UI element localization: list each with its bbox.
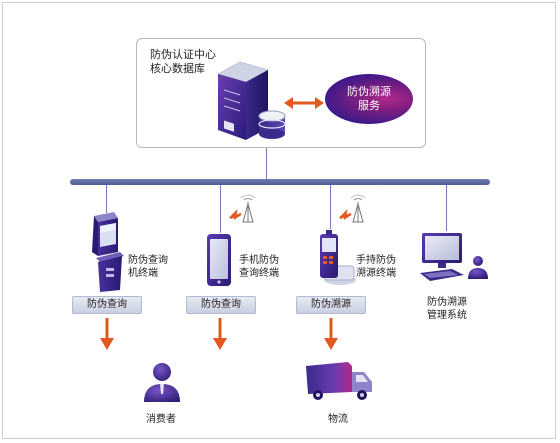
action-pill-query-1: 防伪查询 (72, 296, 142, 314)
handheld-label-line1: 手持防伪 (356, 255, 396, 266)
traceability-service-node: 防伪溯源 服务 (325, 74, 413, 124)
phone-label-line1: 手机防伪 (239, 255, 279, 266)
management-label-line1: 防伪溯源 (427, 297, 467, 308)
signal-tower-icon (229, 194, 256, 223)
action-pill-trace: 防伪溯源 (296, 296, 366, 314)
management-label-line2: 管理系统 (427, 310, 467, 321)
kiosk-label: 防伪查询 机终端 (128, 254, 168, 280)
handheld-label-line2: 溯源终端 (356, 268, 396, 279)
handheld-connector-line (330, 185, 331, 229)
logistics-label: 物流 (328, 414, 348, 425)
kiosk-label-line1: 防伪查询 (128, 255, 168, 266)
signal-tower-icon-2 (339, 194, 366, 223)
consumer-icon (144, 363, 180, 402)
management-system-label: 防伪溯源 管理系统 (427, 296, 467, 322)
down-arrow-icon-2 (213, 318, 227, 350)
action-pill-query-2: 防伪查询 (186, 296, 256, 314)
down-arrow-icon-3 (324, 318, 338, 350)
phone-connector-line (220, 185, 221, 233)
phone-label-line2: 查询终端 (239, 268, 279, 279)
core-connector-line (266, 148, 267, 179)
service-label-line1: 防伪溯源 (347, 85, 391, 98)
core-label-line2: 核心数据库 (150, 62, 205, 75)
phone-label: 手机防伪 查询终端 (239, 254, 279, 280)
diagram-frame (2, 2, 556, 439)
kiosk-connector-line (106, 185, 107, 213)
double-arrow-icon (284, 97, 324, 109)
handheld-scanner-icon (320, 230, 356, 285)
core-label-line1: 防伪认证中心 (150, 48, 216, 61)
desktop-connector-line (446, 185, 447, 231)
down-arrow-icon-1 (100, 318, 114, 350)
core-database-label: 防伪认证中心 核心数据库 (150, 48, 216, 76)
kiosk-label-line2: 机终端 (128, 268, 158, 279)
server-icon (217, 61, 286, 140)
smartphone-icon (207, 234, 231, 286)
delivery-truck-icon (306, 362, 372, 400)
desktop-computer-icon (420, 233, 488, 281)
consumer-label: 消费者 (146, 414, 176, 425)
service-label-line2: 服务 (358, 99, 380, 112)
network-bus (70, 179, 490, 185)
handheld-label: 手持防伪 溯源终端 (356, 254, 396, 280)
kiosk-terminal-icon (92, 212, 124, 292)
